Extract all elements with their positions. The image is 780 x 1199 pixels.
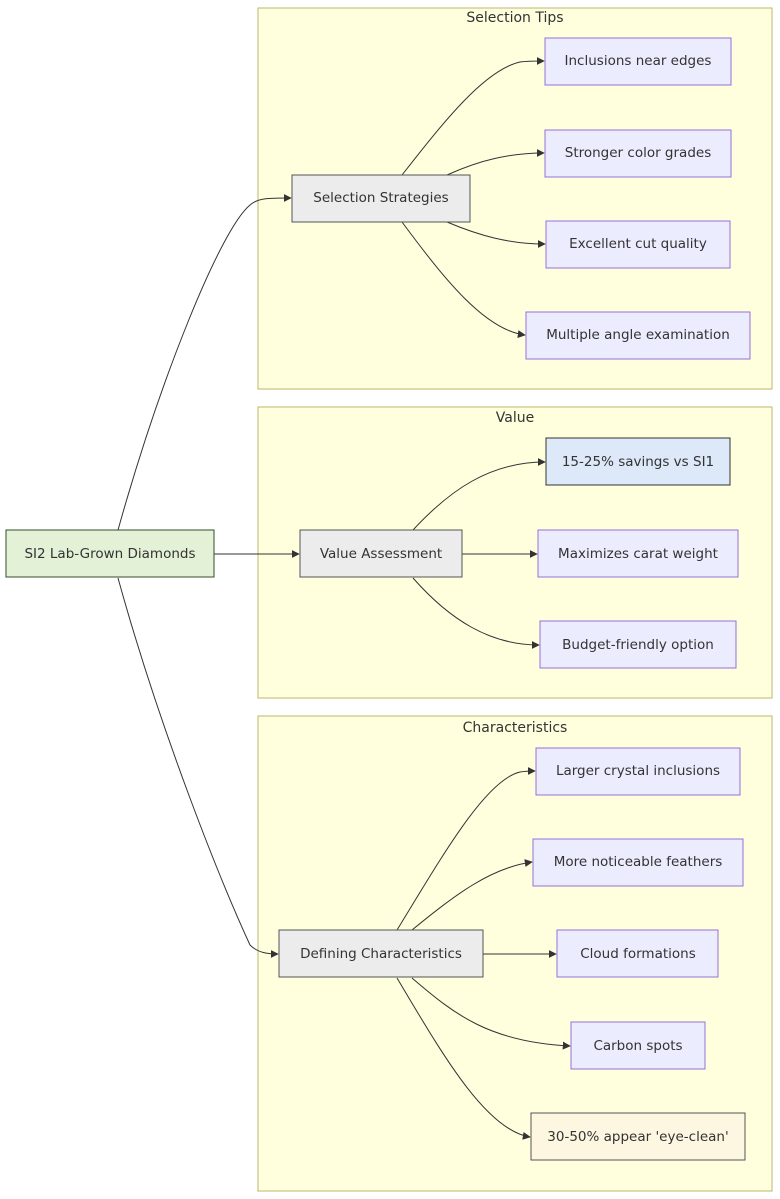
node-root-label: SI2 Lab-Grown Diamonds: [24, 546, 195, 562]
node-more-noticeable-feathers-label: More noticeable feathers: [554, 854, 723, 870]
node-multiple-angle-examination: Multiple angle examination: [525, 311, 751, 360]
node-savings-vs-si1-label: 15-25% savings vs SI1: [562, 454, 714, 470]
node-eye-clean: 30-50% appear 'eye-clean': [530, 1112, 746, 1161]
node-root: SI2 Lab-Grown Diamonds: [5, 529, 215, 578]
edge-defining-to-crystal: [396, 767, 536, 931]
node-maximizes-carat-weight-label: Maximizes carat weight: [558, 546, 718, 562]
node-cloud-formations: Cloud formations: [556, 929, 719, 978]
node-multiple-angle-examination-label: Multiple angle examination: [546, 327, 730, 343]
node-eye-clean-label: 30-50% appear 'eye-clean': [547, 1129, 728, 1145]
node-value-assessment: Value Assessment: [299, 529, 463, 578]
cluster-title-characteristics: Characteristics: [463, 720, 568, 736]
node-inclusions-near-edges-label: Inclusions near edges: [565, 53, 712, 69]
node-larger-crystal-inclusions: Larger crystal inclusions: [535, 747, 741, 796]
node-budget-friendly-option: Budget-friendly option: [539, 620, 737, 669]
edge-value-to-budget: [412, 577, 540, 649]
node-budget-friendly-option-label: Budget-friendly option: [562, 637, 714, 653]
node-defining-characteristics: Defining Characteristics: [278, 929, 484, 978]
node-stronger-color-grades: Stronger color grades: [544, 129, 732, 178]
edge-value-to-savings: [412, 458, 546, 531]
node-maximizes-carat-weight: Maximizes carat weight: [537, 529, 739, 578]
edge-defining-to-eye-clean: [396, 977, 531, 1140]
edge-strategies-to-inclusions: [401, 57, 545, 176]
node-selection-strategies: Selection Strategies: [291, 174, 471, 223]
edges: [117, 57, 571, 1140]
node-savings-vs-si1: 15-25% savings vs SI1: [545, 437, 731, 486]
node-defining-characteristics-label: Defining Characteristics: [300, 946, 462, 962]
node-carbon-spots: Carbon spots: [570, 1021, 706, 1070]
cluster-title-value: Value: [496, 410, 534, 426]
node-carbon-spots-label: Carbon spots: [593, 1038, 682, 1054]
node-larger-crystal-inclusions-label: Larger crystal inclusions: [556, 763, 720, 779]
node-selection-strategies-label: Selection Strategies: [313, 190, 448, 206]
edge-strategies-to-color: [446, 149, 545, 176]
cluster-title-selection-tips: Selection Tips: [466, 10, 563, 26]
edge-root-to-defining-characteristics: [117, 577, 279, 958]
edge-strategies-to-angle: [401, 221, 526, 339]
node-excellent-cut-quality-label: Excellent cut quality: [569, 236, 707, 252]
edge-strategies-to-cut: [446, 221, 546, 248]
node-value-assessment-label: Value Assessment: [320, 546, 442, 562]
edge-defining-to-carbon: [411, 977, 571, 1050]
node-cloud-formations-label: Cloud formations: [580, 946, 696, 962]
edge-defining-to-feathers: [411, 859, 533, 931]
node-stronger-color-grades-label: Stronger color grades: [565, 145, 711, 161]
edge-root-to-selection-strategies: [117, 194, 292, 531]
node-more-noticeable-feathers: More noticeable feathers: [532, 838, 744, 887]
node-inclusions-near-edges: Inclusions near edges: [544, 37, 732, 86]
node-excellent-cut-quality: Excellent cut quality: [545, 220, 731, 269]
